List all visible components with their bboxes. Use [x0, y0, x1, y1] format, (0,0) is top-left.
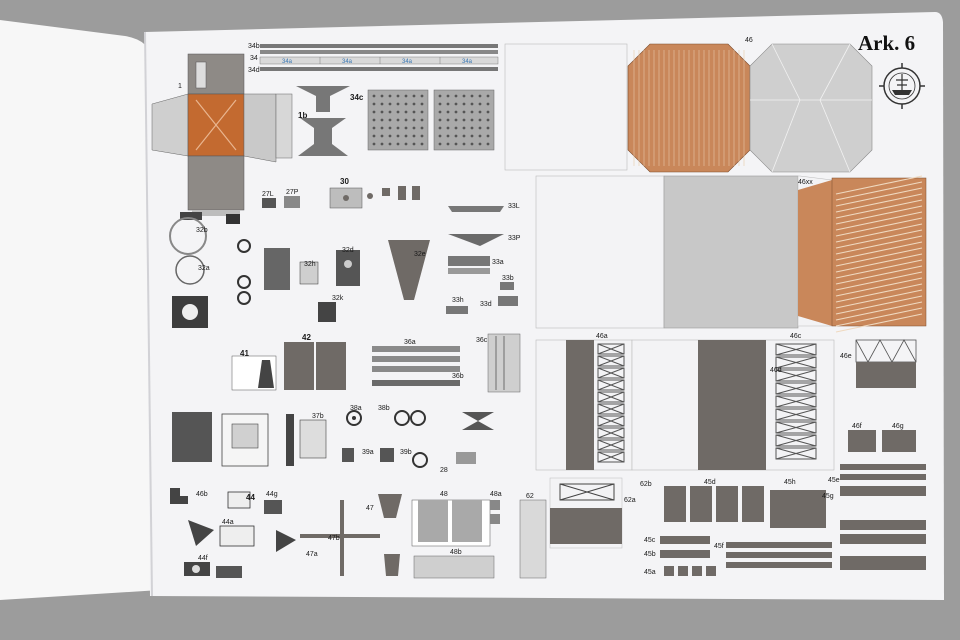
label-44f: 44f — [198, 555, 208, 562]
label-42: 42 — [302, 333, 311, 342]
part-46c-ladder — [775, 343, 817, 460]
label-28: 28 — [440, 467, 448, 474]
label-33b: 33b — [502, 275, 514, 282]
label-37b: 37b — [312, 413, 324, 420]
part-45-group — [660, 486, 832, 576]
part-37-39-row — [172, 410, 494, 468]
label-33p: 33P — [508, 235, 521, 242]
label-45d: 45d — [704, 479, 716, 486]
sheet-title: Ark. 6 — [858, 31, 915, 55]
label-44g: 44g — [266, 491, 278, 498]
label-34a-1: 34a — [282, 59, 293, 65]
label-45g: 45g — [822, 493, 834, 500]
label-45b: 45b — [644, 551, 656, 558]
part-33-group — [446, 206, 518, 314]
label-48a: 48a — [490, 491, 502, 498]
label-47a: 47a — [306, 551, 318, 558]
label-33d: 33d — [480, 301, 492, 308]
part-47-group — [300, 494, 402, 576]
label-45c: 45c — [644, 537, 656, 544]
part-30-group — [329, 186, 420, 209]
label-32b: 32b — [196, 227, 208, 234]
label-32h: 32h — [304, 261, 316, 268]
label-46d: 46d — [770, 367, 782, 374]
label-45h: 45h — [784, 479, 796, 486]
label-34a-2: 34a — [342, 59, 353, 65]
part-48-group — [411, 499, 547, 579]
label-33l: 33L — [508, 203, 520, 210]
label-32d: 32d — [342, 247, 354, 254]
label-39a: 39a — [362, 449, 374, 456]
label-47b: 47b — [328, 535, 340, 542]
label-46a: 46a — [596, 333, 608, 340]
label-62: 62 — [526, 493, 534, 500]
label-48: 48 — [440, 491, 448, 498]
label-46xx: 46xx — [798, 179, 813, 186]
part-1-box — [151, 53, 293, 216]
label-34a-4: 34a — [462, 59, 473, 65]
label-36a: 36a — [404, 339, 416, 346]
part-27-pair — [262, 196, 300, 208]
part-44-group — [170, 488, 296, 578]
label-34d: 34d — [248, 67, 260, 74]
ship-logo-icon — [879, 63, 925, 109]
part-32-group — [169, 212, 430, 328]
label-34: 34 — [250, 55, 258, 62]
part-1b-stands — [296, 86, 350, 156]
label-33h: 33h — [452, 297, 464, 304]
label-27p: 27P — [286, 189, 299, 196]
label-34b: 34b — [248, 43, 260, 50]
label-33a: 33a — [492, 259, 504, 266]
label-44a: 44a — [222, 519, 234, 526]
label-46g: 46g — [892, 423, 904, 430]
part-46a-strip — [566, 340, 594, 470]
label-46e: 46e — [840, 353, 852, 360]
label-27l: 27L — [262, 191, 274, 198]
label-32k: 32k — [332, 295, 344, 302]
label-62b: 62b — [640, 481, 652, 488]
label-44: 44 — [246, 493, 255, 502]
label-41: 41 — [240, 349, 249, 358]
part-41-42-36 — [231, 333, 521, 393]
label-44b: 46b — [196, 491, 208, 498]
label-47: 47 — [366, 505, 374, 512]
part-62a-truss — [549, 477, 623, 549]
label-46c: 46c — [790, 333, 802, 340]
label-30: 30 — [340, 177, 349, 186]
blank-panel-middle — [535, 175, 665, 329]
label-46f: 46f — [852, 423, 862, 430]
part-46a-ladder — [597, 343, 625, 463]
label-45a: 45a — [644, 569, 656, 576]
part-34c-panels — [367, 89, 495, 151]
part-46e — [855, 339, 917, 388]
label-1: 1 — [178, 83, 182, 90]
label-34c: 34c — [350, 93, 364, 102]
part-46c-plate — [698, 340, 766, 470]
part-46f-46g — [840, 430, 926, 570]
left-page — [0, 20, 160, 600]
label-38b: 38b — [378, 405, 390, 412]
label-39b: 39b — [400, 449, 412, 456]
label-32e: 32e — [414, 251, 426, 258]
part-46-octagon-wood — [627, 43, 751, 173]
label-45f: 45f — [714, 543, 724, 550]
label-32a: 32a — [198, 265, 210, 272]
page-fold — [144, 31, 153, 597]
label-45e: 45e — [828, 477, 840, 484]
label-34a-3: 34a — [402, 59, 413, 65]
label-36b: 36b — [452, 373, 464, 380]
label-1b: 1b — [298, 111, 307, 120]
label-36c: 36c — [476, 337, 488, 344]
blank-panel-top — [504, 43, 628, 171]
part-46-octagon-gray — [749, 43, 873, 173]
gray-deck-panel — [663, 175, 799, 329]
label-48b: 48b — [450, 549, 462, 556]
part-46xx-wood — [797, 175, 927, 333]
label-38a: 38a — [350, 405, 362, 412]
label-46: 46 — [745, 37, 753, 44]
part-34-strips — [259, 44, 499, 71]
label-62a: 62a — [624, 497, 636, 504]
